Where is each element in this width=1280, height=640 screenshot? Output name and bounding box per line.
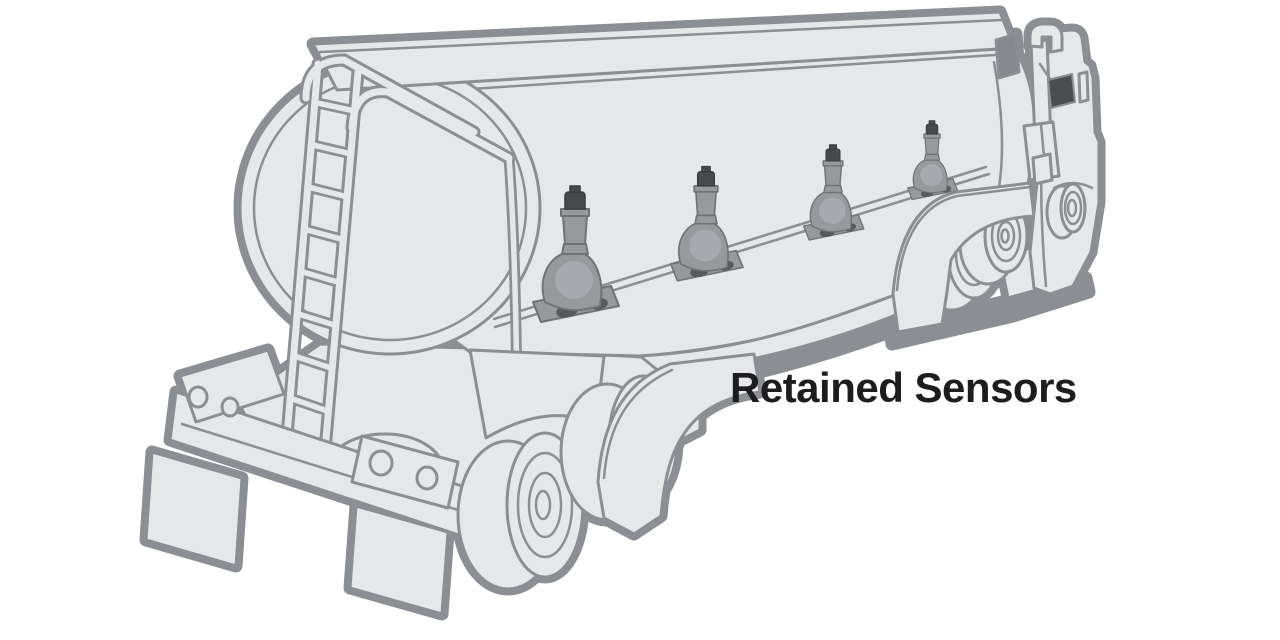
trailer-wheels xyxy=(456,348,762,591)
figure-label: Retained Sensors xyxy=(730,364,1077,411)
cab-step xyxy=(1031,152,1054,186)
tractor-cab xyxy=(890,22,1101,344)
headache-rack xyxy=(994,32,1021,80)
cab-window xyxy=(1077,70,1090,104)
rear-bumper xyxy=(144,348,470,616)
cab-mirror xyxy=(1047,73,1076,109)
tank-rear-cap xyxy=(238,60,542,356)
